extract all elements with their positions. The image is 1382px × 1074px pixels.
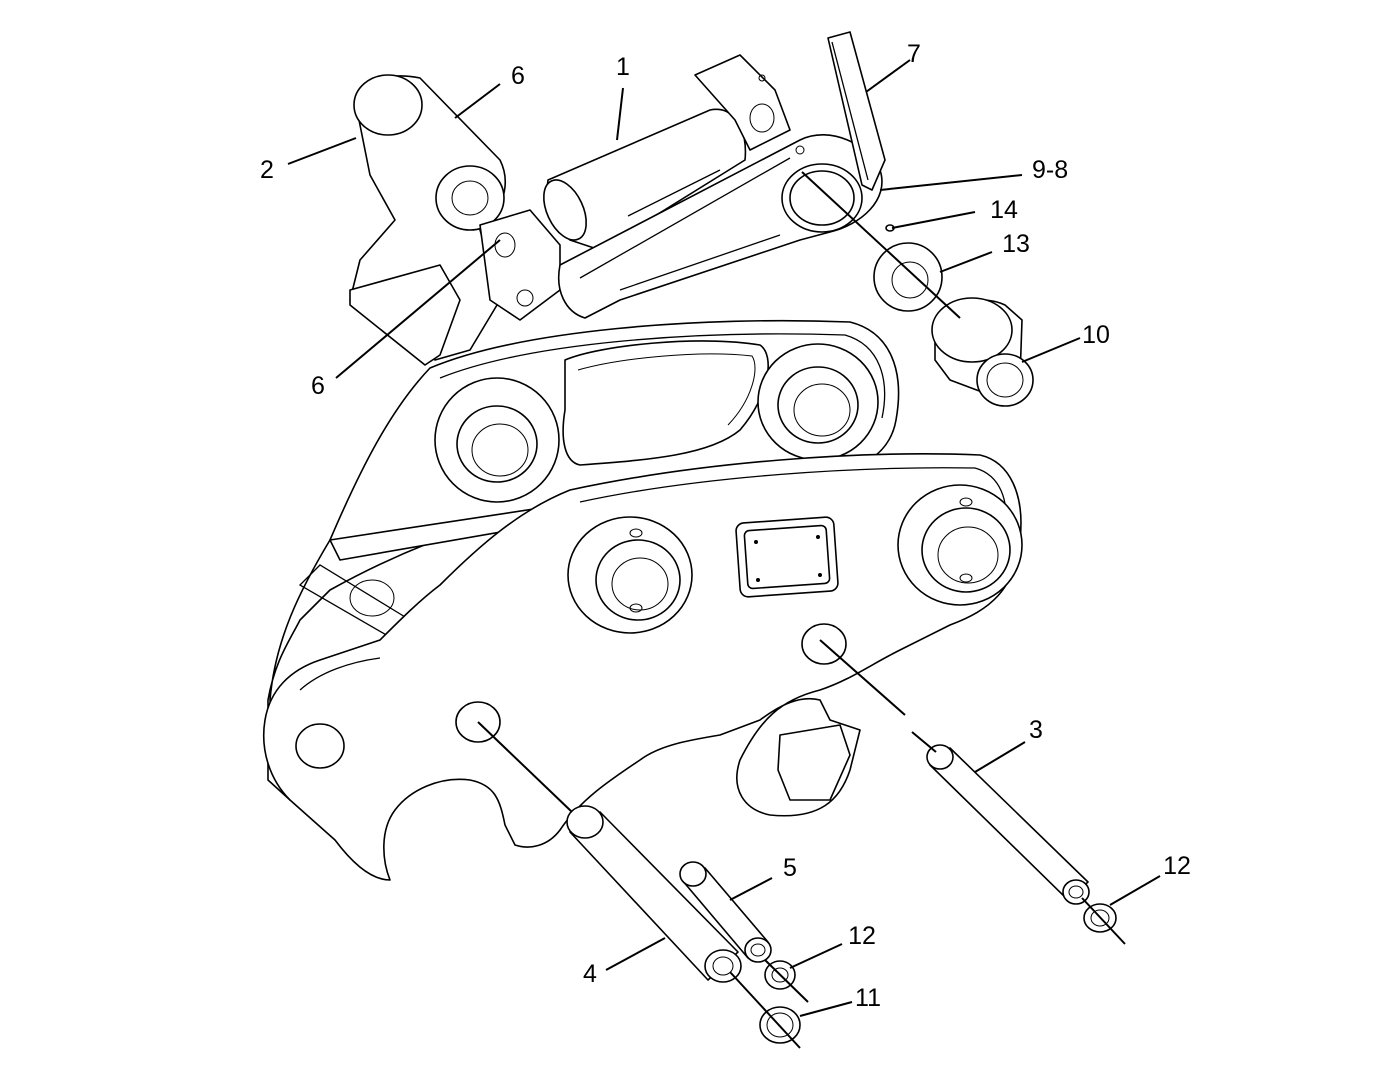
rear-frame-plate	[267, 319, 900, 801]
callout-leaders	[287, 59, 1161, 1017]
callout-3: 3	[1029, 716, 1043, 744]
locking-cylinder-assembly	[349, 31, 886, 366]
callout-7: 7	[907, 40, 921, 68]
callout-9-8: 9-8	[1032, 156, 1068, 184]
assembly-centerlines	[335, 171, 1126, 1049]
callout-4: 4	[583, 960, 597, 988]
pin-hole-left	[295, 723, 345, 769]
callout-6-upper: 6	[511, 62, 525, 90]
front-frame-plate	[262, 453, 1023, 881]
callout-13: 13	[1002, 230, 1030, 258]
rear-left-boss	[434, 377, 560, 503]
pin-5	[679, 861, 772, 963]
callout-labels: 1 2 3 4 5 6 6 7 9-8 10 11 12 12 13 14	[260, 40, 1191, 1012]
callout-14: 14	[990, 196, 1018, 224]
pin-4	[566, 805, 742, 983]
pin-10	[931, 297, 1034, 407]
callout-5: 5	[783, 854, 797, 882]
rear-right-boss	[757, 343, 879, 461]
callout-6-lower: 6	[311, 372, 325, 400]
front-left-boss	[567, 516, 693, 634]
front-right-boss	[897, 484, 1023, 606]
callout-2: 2	[260, 156, 274, 184]
identification-plate	[735, 516, 839, 598]
callout-10: 10	[1082, 321, 1110, 349]
callout-11: 11	[855, 984, 881, 1012]
callout-12-lower: 12	[848, 922, 876, 950]
callout-1: 1	[616, 53, 630, 81]
washer-13	[873, 242, 943, 312]
callout-12-right: 12	[1163, 852, 1191, 880]
pin-3	[926, 744, 1090, 905]
